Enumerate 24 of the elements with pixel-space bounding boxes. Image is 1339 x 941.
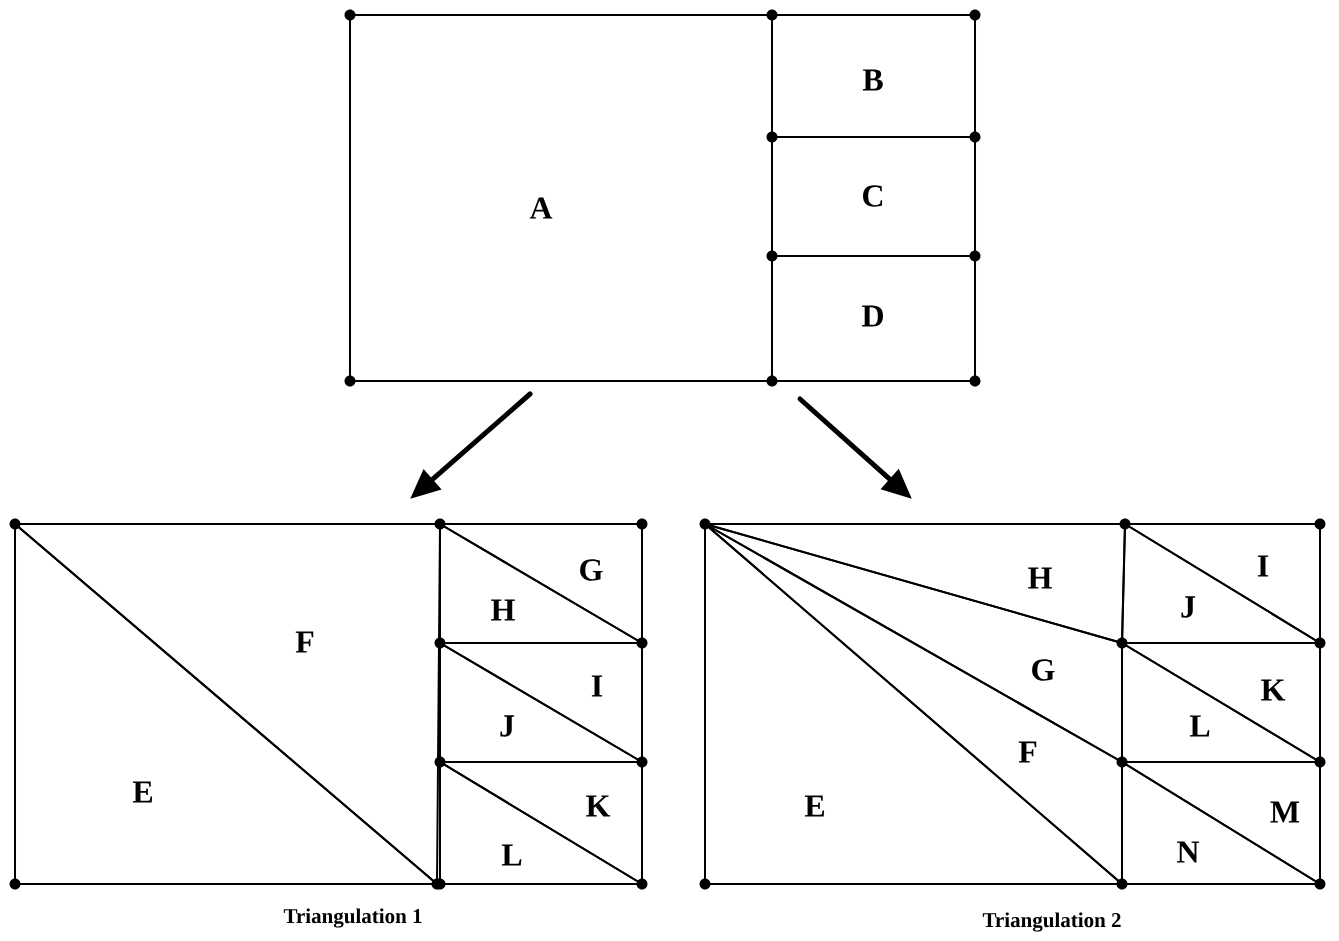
face-label: G — [580, 559, 603, 581]
face-label: N — [1177, 841, 1200, 863]
face-label: G — [1032, 659, 1055, 681]
face-label: M — [1270, 801, 1300, 823]
face-label: I — [591, 675, 603, 697]
face-label: I — [1257, 555, 1269, 577]
face-label: B — [862, 69, 883, 91]
face-label: J — [500, 715, 515, 737]
face-label: A — [529, 197, 553, 219]
face-label: H — [1028, 567, 1052, 589]
face-label: E — [804, 795, 825, 817]
face-label: E — [132, 781, 153, 803]
face-label: K — [586, 795, 611, 817]
face-label: L — [1189, 715, 1210, 737]
face-label: K — [1261, 679, 1286, 701]
figure-caption: Triangulation 2 — [982, 912, 1121, 932]
face-label: F — [295, 631, 314, 653]
face-label: D — [862, 305, 883, 327]
face-label: F — [1018, 741, 1037, 763]
face-label: J — [1181, 596, 1196, 618]
face-label: H — [491, 599, 515, 621]
face-label: L — [501, 844, 522, 866]
figure-caption: Triangulation 1 — [283, 908, 422, 928]
face-label: C — [863, 185, 883, 207]
